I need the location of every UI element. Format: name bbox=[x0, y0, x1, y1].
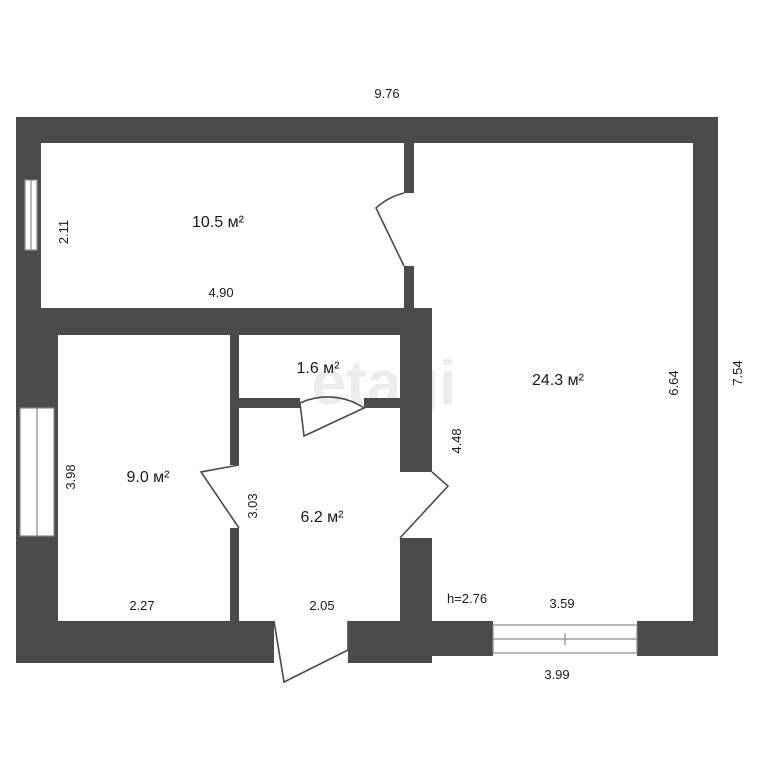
dim-hall-bottom: 2.05 bbox=[309, 598, 334, 613]
ceiling-height: h=2.76 bbox=[447, 591, 487, 606]
windows bbox=[19, 179, 638, 654]
wall-kitchen-right-b bbox=[404, 266, 414, 311]
wall-living-left-b bbox=[400, 538, 432, 628]
room-hall-area: 6.2 м² bbox=[300, 509, 344, 526]
wall-living-left-a bbox=[400, 308, 432, 472]
wall-bathroom-bottom-b bbox=[364, 398, 404, 408]
door-bedroom bbox=[199, 464, 240, 529]
room-bedroom-area: 9.0 м² bbox=[126, 469, 170, 486]
outer-wall-bottom-right-b bbox=[637, 621, 718, 656]
door-entrance bbox=[273, 620, 349, 684]
room-kitchen-area: 10.5 м² bbox=[192, 214, 245, 231]
dim-total-width: 9.76 bbox=[374, 86, 399, 101]
dim-living-height: 6.64 bbox=[666, 370, 681, 395]
door-kitchen bbox=[375, 192, 405, 267]
wall-bedroom-hall-b bbox=[230, 528, 239, 628]
dim-bedroom-height: 3.98 bbox=[63, 464, 78, 489]
dim-kitchen-height: 2.11 bbox=[56, 220, 71, 244]
door-living bbox=[399, 471, 450, 539]
dim-bedroom-bottom: 2.27 bbox=[129, 598, 154, 613]
dim-hall-inner: 3.03 bbox=[245, 493, 260, 518]
dim-living-outer-bottom: 3.99 bbox=[544, 667, 569, 682]
wall-kitchen-right-a bbox=[404, 143, 414, 193]
dim-living-bottom: 3.59 bbox=[549, 596, 574, 611]
room-bathroom-area: 1.6 м² bbox=[296, 360, 340, 377]
dim-kitchen-width: 4.90 bbox=[208, 285, 233, 300]
dim-hall-right: 4.48 bbox=[449, 428, 464, 453]
outer-wall-top bbox=[16, 117, 718, 143]
dim-total-height: 7.54 bbox=[730, 360, 745, 385]
wall-kitchen-bottom bbox=[16, 308, 432, 335]
doors bbox=[199, 192, 450, 684]
outer-wall-right bbox=[693, 117, 718, 656]
door-bathroom bbox=[299, 396, 366, 438]
room-living-area: 24.3 м² bbox=[532, 372, 585, 389]
wall-bathroom-bottom-a bbox=[230, 398, 300, 408]
